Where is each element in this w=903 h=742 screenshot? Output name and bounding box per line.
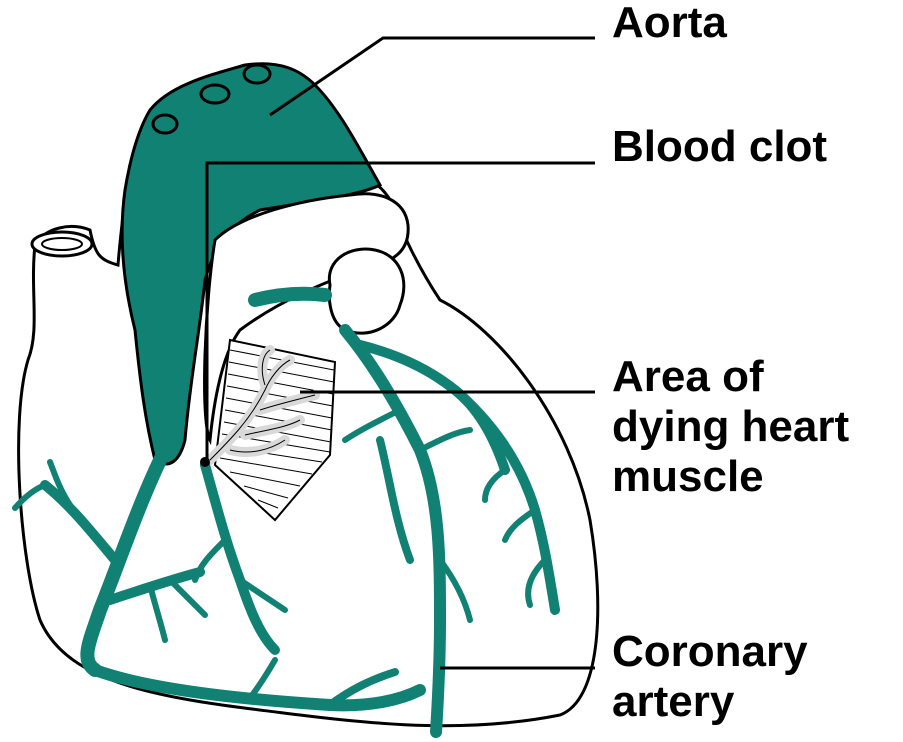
artery-center bbox=[376, 436, 414, 564]
label-blood-clot-text: Blood clot bbox=[612, 122, 828, 171]
label-coronary-line-1: Coronary bbox=[612, 627, 808, 676]
label-coronary-artery: Coronary artery bbox=[612, 627, 808, 727]
pulmonary-vessel-opening bbox=[30, 230, 94, 258]
artery-left-twig-1 bbox=[47, 459, 73, 508]
artery-lower-left bbox=[105, 567, 205, 605]
artery-lower-left-twig-2 bbox=[167, 577, 208, 618]
artery-far-right-twig-1 bbox=[482, 467, 508, 503]
dying-vessel-outline bbox=[209, 349, 316, 461]
artery-bottom-branch bbox=[326, 668, 399, 709]
artery-middle-twig-2 bbox=[192, 537, 228, 583]
artery-right-main bbox=[339, 324, 446, 738]
label-aorta-text: Aorta bbox=[612, 0, 727, 47]
artery-far-right-twig-2 bbox=[502, 507, 538, 543]
artery-far-right-twig-3 bbox=[525, 557, 548, 608]
aorta-branch-2 bbox=[199, 83, 231, 105]
artery-middle-twig bbox=[237, 577, 288, 613]
artery-left-twig-2 bbox=[12, 482, 48, 511]
artery-right-twig-2 bbox=[342, 407, 403, 443]
leader-lines bbox=[205, 36, 595, 670]
artery-upper bbox=[248, 286, 332, 307]
artery-left-branch bbox=[40, 480, 120, 565]
artery-right-twig-1 bbox=[417, 427, 473, 453]
label-dying-area-line-2: dying heart bbox=[612, 402, 850, 451]
pulmonary-vessel-inner bbox=[41, 237, 83, 251]
artery-bottom bbox=[89, 664, 426, 712]
label-coronary-line-2: artery bbox=[612, 677, 735, 726]
label-blood-clot: Blood clot bbox=[612, 122, 827, 172]
artery-left-main bbox=[80, 443, 172, 677]
label-dying-area: Area of dying heart muscle bbox=[612, 352, 849, 502]
label-dying-area-line-1: Area of bbox=[612, 352, 764, 401]
dying-area bbox=[205, 338, 337, 522]
aorta-branch-1 bbox=[151, 113, 179, 135]
left-atrium bbox=[327, 247, 406, 335]
leader-aorta bbox=[269, 36, 595, 117]
artery-bottom-twig bbox=[247, 657, 278, 701]
label-dying-area-line-3: muscle bbox=[612, 452, 764, 501]
artery-right-twig-3 bbox=[437, 557, 473, 623]
coronary-arteries bbox=[12, 286, 560, 738]
leader-blood-clot bbox=[205, 161, 595, 462]
aorta-branch-3 bbox=[242, 63, 272, 85]
label-aorta: Aorta bbox=[612, 0, 727, 48]
artery-lower-left-twig-1 bbox=[147, 582, 168, 643]
